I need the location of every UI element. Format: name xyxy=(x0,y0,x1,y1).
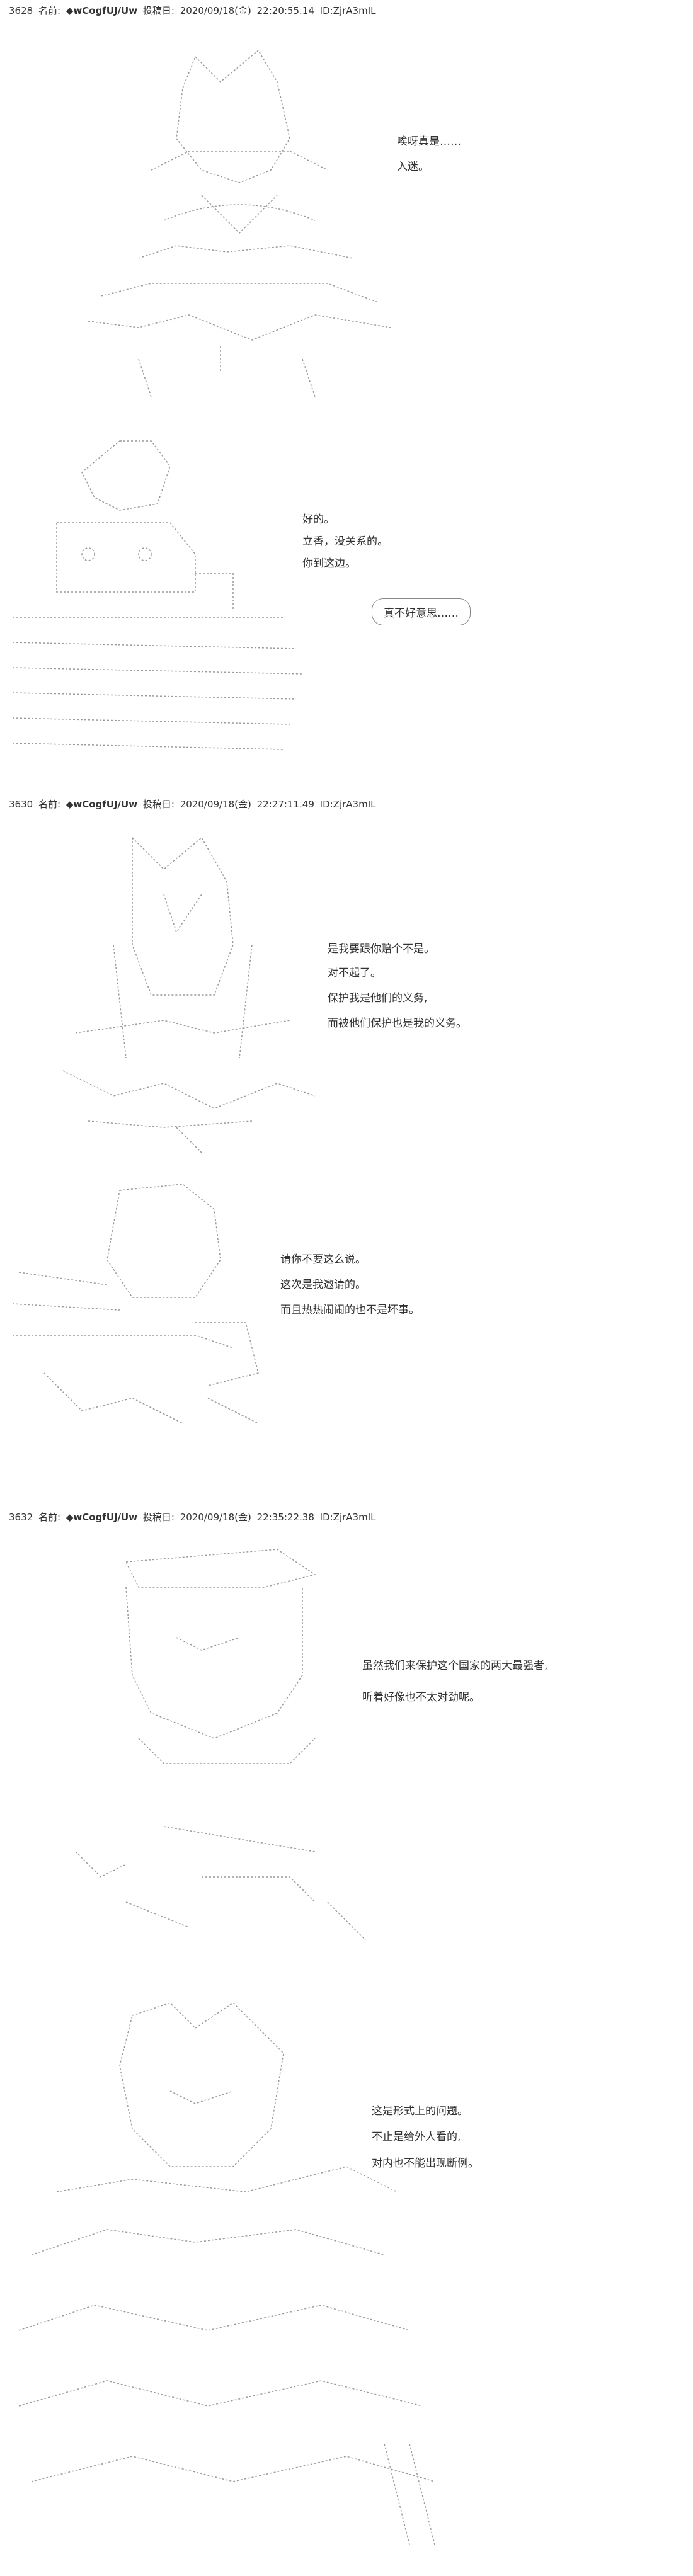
name-label: 名前: xyxy=(38,5,61,16)
dialogue-line: 听着好像也不太对劲呢。 xyxy=(362,1691,480,1704)
dialogue-line: 而被他们保护也是我的义务。 xyxy=(328,1017,467,1030)
name-label: 名前: xyxy=(38,799,61,810)
post-header: 3632 名前: ◆wCogfUJ/Uw 投稿日: 2020/09/18(金) … xyxy=(9,1510,379,1524)
aa-illustration-hooded-figure xyxy=(63,44,416,397)
dialogue-line: 保护我是他们的义务, xyxy=(328,992,428,1005)
post-time: 22:27:11.49 xyxy=(256,799,314,810)
aa-illustration-hooded-figure-drawing xyxy=(88,49,391,397)
aa-illustration-figure-with-hat xyxy=(50,1549,403,1978)
dialogue-line: 这是形式上的问题。 xyxy=(372,2105,468,2117)
dialogue-line: 好的。 xyxy=(302,513,335,526)
post-date: 2020/09/18(金) xyxy=(180,1512,251,1523)
post-date: 2020/09/18(金) xyxy=(180,5,251,16)
dialogue-line: 请你不要这么说。 xyxy=(280,1253,366,1266)
dialogue-line: 唉呀真是…… xyxy=(397,135,461,148)
post-date: 2020/09/18(金) xyxy=(180,799,251,810)
post-id: ID:ZjrA3mIL xyxy=(319,799,376,810)
aa-illustration-smiling-figure xyxy=(6,1183,309,1449)
dialogue-line: 入迷。 xyxy=(397,161,429,173)
aa-illustration-long-hair-figure xyxy=(38,831,328,1159)
aa-illustration-winged-figure xyxy=(6,2002,460,2557)
aa-illustration-seated-figure xyxy=(6,428,309,768)
dialogue-line: 虽然我们来保护这个国家的两大最强者, xyxy=(362,1660,548,1672)
poster-name[interactable]: ◆wCogfUJ/Uw xyxy=(66,1512,138,1523)
date-label: 投稿日: xyxy=(142,799,175,810)
aa-illustration-figure-with-hat-drawing xyxy=(75,1549,366,1941)
post-number: 3632 xyxy=(9,1512,33,1523)
speech-bubble: 真不好意思…… xyxy=(372,598,471,625)
aa-illustration-smiling-figure-drawing xyxy=(12,1183,259,1424)
dialogue-line: 对内也不能出现断例。 xyxy=(372,2157,479,2170)
post-number: 3630 xyxy=(9,799,33,810)
post-number: 3628 xyxy=(9,5,33,16)
post-time: 22:20:55.14 xyxy=(256,5,314,16)
name-label: 名前: xyxy=(38,1512,61,1523)
dialogue-line: 对不起了。 xyxy=(328,967,381,979)
speech-bubble-text: 真不好意思…… xyxy=(384,607,459,620)
aa-illustration-long-hair-figure-drawing xyxy=(62,836,316,1153)
poster-name[interactable]: ◆wCogfUJ/Uw xyxy=(66,5,138,16)
dialogue-line: 而且热热闹闹的也不是坏事。 xyxy=(280,1304,420,1316)
dialogue-line: 你到这边。 xyxy=(302,557,356,570)
post-time: 22:35:22.38 xyxy=(256,1512,314,1523)
post-header: 3630 名前: ◆wCogfUJ/Uw 投稿日: 2020/09/18(金) … xyxy=(9,797,379,811)
date-label: 投稿日: xyxy=(142,1512,175,1523)
dialogue-line: 立香，没关系的。 xyxy=(302,535,388,548)
aa-illustration-seated-figure-drawing xyxy=(12,440,303,750)
dialogue-line: 是我要跟你赔个不是。 xyxy=(328,943,435,955)
post-id: ID:ZjrA3mIL xyxy=(319,5,376,16)
post-header: 3628 名前: ◆wCogfUJ/Uw 投稿日: 2020/09/18(金) … xyxy=(9,4,379,17)
dialogue-line: 不止是给外人看的, xyxy=(372,2131,461,2143)
date-label: 投稿日: xyxy=(142,5,175,16)
poster-name[interactable]: ◆wCogfUJ/Uw xyxy=(66,799,138,810)
dialogue-line: 这次是我邀请的。 xyxy=(280,1279,366,1291)
aa-illustration-winged-figure-drawing xyxy=(18,2002,435,2545)
post-id: ID:ZjrA3mIL xyxy=(319,1512,376,1523)
